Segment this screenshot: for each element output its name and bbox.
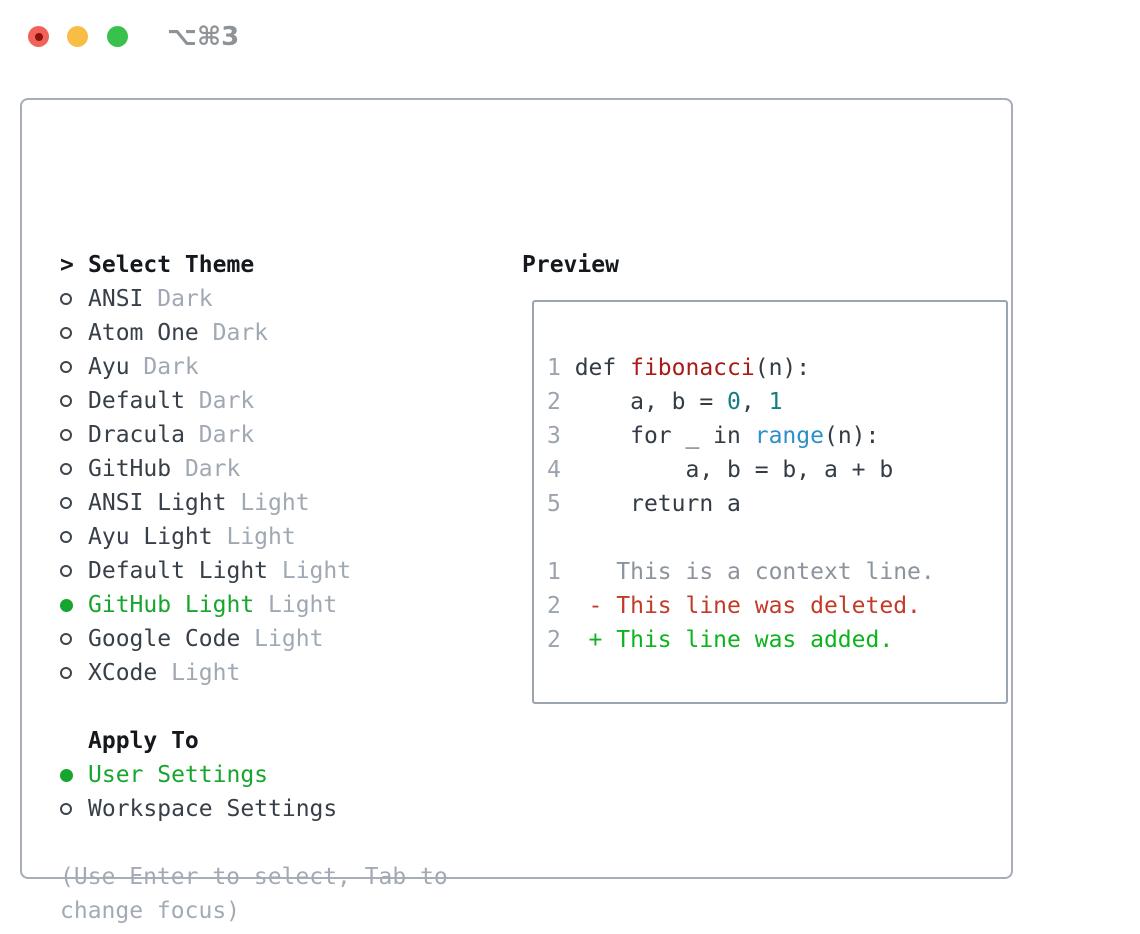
section-gap xyxy=(60,690,448,724)
radio-icon xyxy=(60,497,72,509)
theme-list: ANSI Dark Atom One Dark Ayu Dark Default… xyxy=(60,282,448,690)
theme-option-default-light[interactable]: Default Light Light xyxy=(60,554,448,588)
code-line: 2 - This line was deleted. xyxy=(547,593,921,619)
theme-option-ansi[interactable]: ANSI Dark xyxy=(60,282,448,316)
radio-icon xyxy=(60,463,72,475)
line-number: 4 xyxy=(547,457,575,483)
radio-icon xyxy=(60,327,72,339)
theme-picker-panel: > Select Theme ANSI Dark Atom One Dark A… xyxy=(20,98,1013,924)
apply-option-user-settings[interactable]: User Settings xyxy=(60,758,448,792)
radio-icon xyxy=(60,633,72,645)
theme-option-default[interactable]: Default Dark xyxy=(60,384,448,418)
minimize-button[interactable] xyxy=(67,26,88,47)
line-number: 5 xyxy=(547,491,575,517)
line-number xyxy=(547,525,561,551)
hint-line-2: change focus) xyxy=(60,898,241,924)
code-line: 5 return a xyxy=(547,491,741,517)
line-number: 1 xyxy=(547,355,575,381)
radio-icon xyxy=(60,395,72,407)
code-line: 2 + This line was added. xyxy=(547,627,894,653)
radio-icon xyxy=(60,361,72,373)
radio-icon xyxy=(60,565,72,577)
select-theme-label: Select Theme xyxy=(88,252,255,278)
select-theme-header: > Select Theme xyxy=(60,248,448,282)
line-number: 2 xyxy=(547,627,575,653)
theme-option-dracula[interactable]: Dracula Dark xyxy=(60,418,448,452)
cursor-marker: > xyxy=(60,252,74,278)
theme-option-ayu[interactable]: Ayu Dark xyxy=(60,350,448,384)
line-number: 3 xyxy=(547,423,575,449)
apply-option-workspace-settings[interactable]: Workspace Settings xyxy=(60,792,448,826)
zoom-button[interactable] xyxy=(107,26,128,47)
preview-pane: 1 def fibonacci(n): 2 a, b = 0, 1 3 for … xyxy=(532,300,1008,704)
theme-option-github-light[interactable]: GitHub Light Light xyxy=(60,588,448,622)
radio-icon xyxy=(60,429,72,441)
code-preview: 1 def fibonacci(n): 2 a, b = 0, 1 3 for … xyxy=(547,351,935,657)
hint-line-1: (Use Enter to select, Tab to xyxy=(60,864,448,890)
radio-icon xyxy=(60,768,73,782)
radio-icon xyxy=(60,667,72,679)
section-gap xyxy=(60,826,448,860)
theme-option-ayu-light[interactable]: Ayu Light Light xyxy=(60,520,448,554)
theme-option-google-code[interactable]: Google Code Light xyxy=(60,622,448,656)
titlebar: ⌥⌘3 xyxy=(0,0,1140,70)
preview-title: Preview xyxy=(522,252,619,278)
radio-icon xyxy=(60,598,73,612)
close-button[interactable] xyxy=(28,26,49,47)
code-line: 2 a, b = 0, 1 xyxy=(547,389,783,415)
theme-option-ansi-light[interactable]: ANSI Light Light xyxy=(60,486,448,520)
apply-to-header: Apply To xyxy=(60,724,448,758)
theme-column: > Select Theme ANSI Dark Atom One Dark A… xyxy=(60,248,448,928)
apply-to-list: User Settings Workspace Settings xyxy=(60,758,448,826)
window-title: ⌥⌘3 xyxy=(167,22,240,52)
line-number: 2 xyxy=(547,593,575,619)
theme-option-atom-one[interactable]: Atom One Dark xyxy=(60,316,448,350)
apply-to-label: Apply To xyxy=(88,728,199,754)
code-line: 1 def fibonacci(n): xyxy=(547,355,811,381)
radio-icon xyxy=(60,531,72,543)
theme-option-github[interactable]: GitHub Dark xyxy=(60,452,448,486)
code-line xyxy=(547,521,935,555)
code-line: 1 This is a context line. xyxy=(547,559,935,585)
line-number: 1 xyxy=(547,559,575,585)
theme-option-xcode[interactable]: XCode Light xyxy=(60,656,448,690)
radio-icon xyxy=(60,293,72,305)
radio-icon xyxy=(60,803,72,815)
close-button-dot xyxy=(34,32,43,41)
code-line: 4 a, b = b, a + b xyxy=(547,457,894,483)
code-line: 3 for _ in range(n): xyxy=(547,423,880,449)
line-number: 2 xyxy=(547,389,575,415)
